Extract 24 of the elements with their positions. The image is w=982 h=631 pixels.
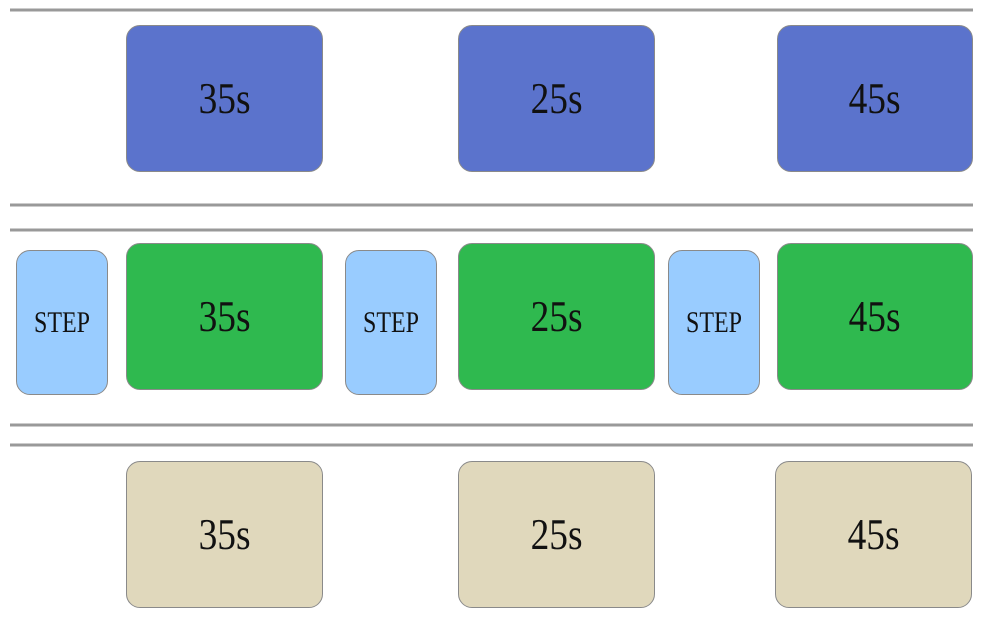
duration-label: 35s (198, 73, 250, 124)
duration-box (126, 461, 323, 608)
duration-box (777, 243, 973, 390)
duration-label: 45s (848, 509, 900, 560)
duration-box (775, 461, 972, 608)
duration-box (458, 25, 655, 172)
duration-label: 35s (198, 509, 250, 560)
duration-label: 35s (198, 291, 250, 342)
duration-box (126, 243, 323, 390)
duration-box (126, 25, 323, 172)
duration-label: 25s (530, 291, 582, 342)
duration-box (458, 461, 655, 608)
duration-label: STEP (362, 306, 420, 340)
duration-box (458, 243, 655, 390)
duration-label: STEP (34, 306, 90, 340)
duration-label: 25s (530, 509, 582, 560)
step-box (345, 250, 437, 395)
duration-label: STEP (686, 306, 742, 340)
duration-label: 45s (849, 73, 901, 124)
step-box (668, 250, 760, 395)
duration-label: 45s (849, 291, 901, 342)
step-box (16, 250, 108, 395)
duration-box (777, 25, 973, 172)
duration-label: 25s (530, 73, 582, 124)
